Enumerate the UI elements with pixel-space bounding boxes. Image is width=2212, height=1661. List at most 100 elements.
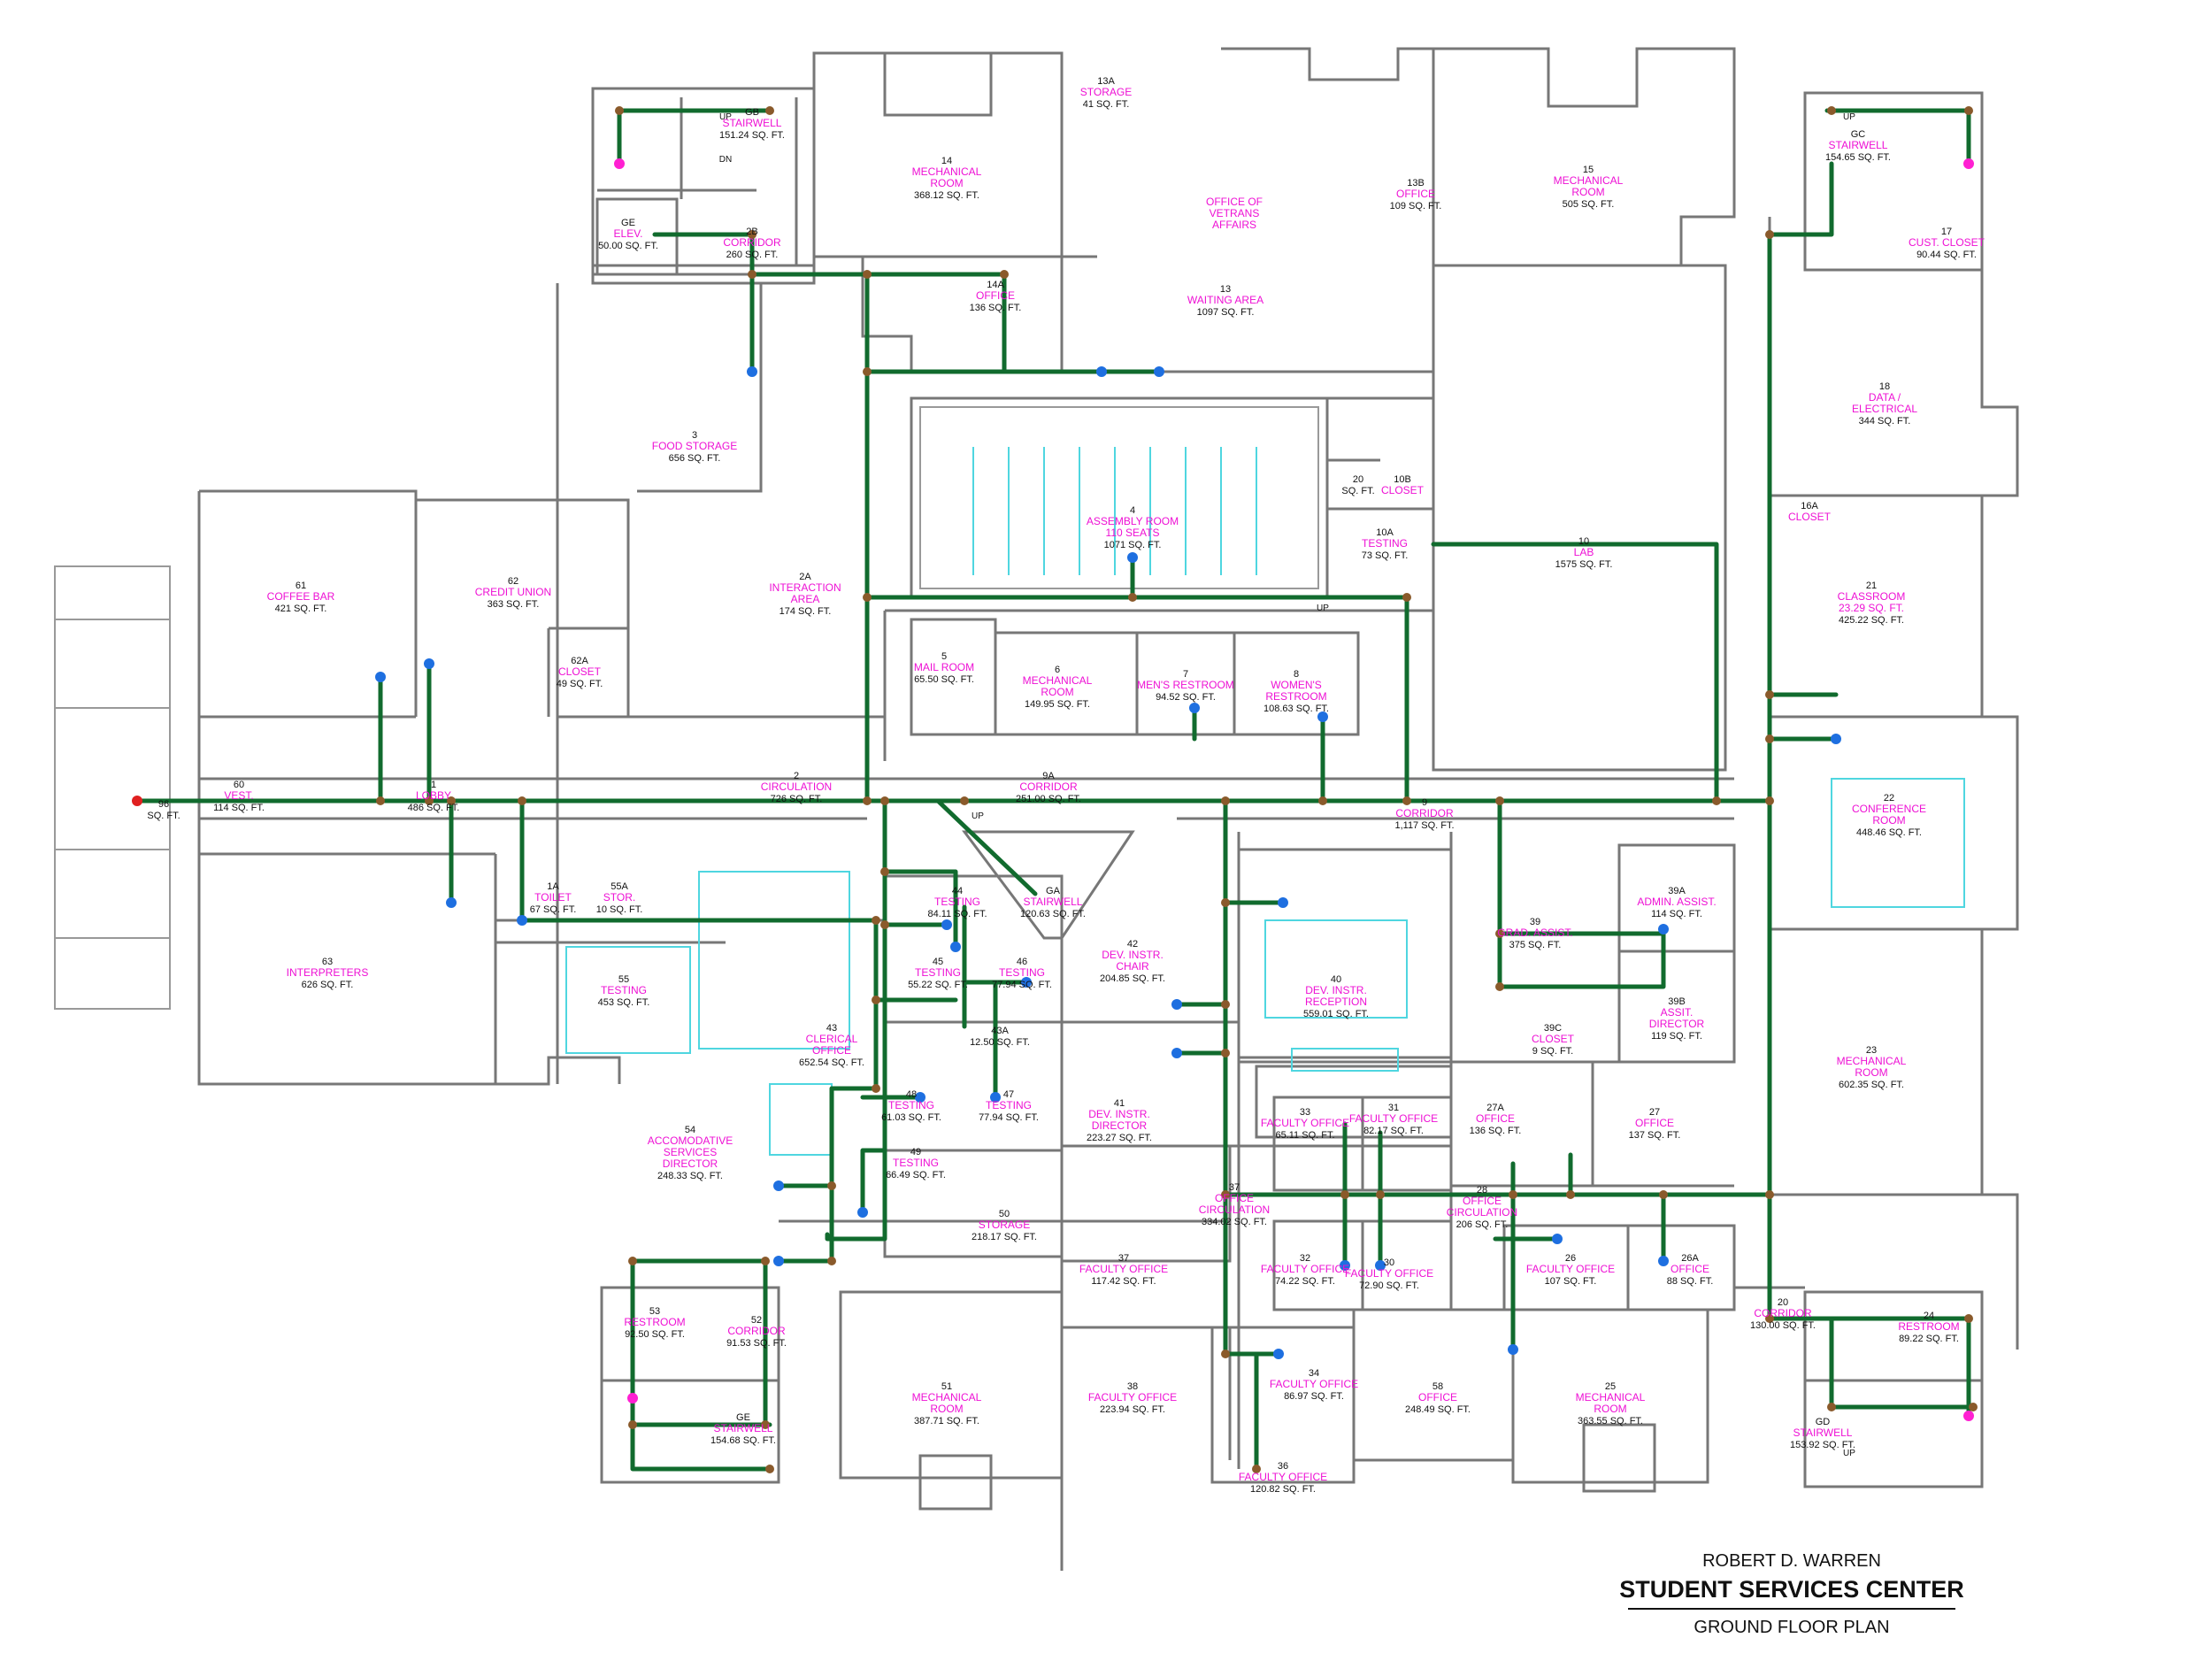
room-number: 13A: [1097, 76, 1115, 87]
room-name: TESTING: [934, 896, 980, 908]
room-name: LAB: [1574, 546, 1594, 558]
room-name: CORRIDOR: [1019, 781, 1078, 793]
fixtures: [565, 447, 1965, 1156]
room-name: ELECTRICAL: [1852, 403, 1917, 415]
room-area: 114 SQ. FT.: [213, 803, 265, 813]
title-block: ROBERT D. WARREN STUDENT SERVICES CENTER…: [1619, 1551, 1964, 1637]
room-number: GB: [745, 107, 759, 118]
room-area: 55.22 SQ. FT.: [908, 980, 968, 990]
room-area: 375 SQ. FT.: [1509, 940, 1562, 950]
room-number: GD: [1816, 1417, 1831, 1427]
room-number: 15: [1583, 165, 1594, 175]
room-area: 114 SQ. FT.: [1651, 909, 1702, 919]
room-name: CREDIT UNION: [475, 586, 551, 598]
room-name: CHAIR: [1116, 960, 1149, 973]
nodes: [132, 106, 1978, 1473]
room-area: SQ. FT.: [147, 811, 180, 821]
room-name: FACULTY OFFICE: [1345, 1267, 1433, 1280]
room-name: WOMEN'S: [1271, 679, 1322, 691]
room-number: 39C: [1544, 1023, 1562, 1034]
room-number: 58: [1432, 1381, 1443, 1392]
room-area: 387.71 SQ. FT.: [914, 1416, 979, 1426]
room-name: COFFEE BAR: [267, 590, 335, 603]
room-area: 136 SQ. FT.: [970, 303, 1022, 313]
room-name: OFFICE: [1418, 1391, 1457, 1403]
room-name: TESTING: [986, 1099, 1032, 1111]
room-area: 73 SQ. FT.: [1362, 550, 1409, 561]
room-number: 96: [158, 799, 169, 810]
room-number: 52: [751, 1315, 762, 1326]
room-area: 109 SQ. FT.: [1390, 201, 1442, 211]
room-area: 206 SQ. FT.: [1456, 1219, 1509, 1230]
room-number: 26A: [1681, 1253, 1699, 1264]
room-name: CLOSET: [1532, 1033, 1575, 1045]
room-number: 2B: [746, 227, 757, 237]
room-name: DEV. INSTR.: [1102, 949, 1164, 961]
room-name: AREA: [791, 593, 820, 605]
room-number: 5: [941, 651, 947, 662]
room-area: 77.94 SQ. FT.: [992, 980, 1052, 990]
room-number: GC: [1851, 129, 1866, 140]
room-number: 40: [1331, 974, 1341, 985]
room-number: 9: [1422, 797, 1427, 808]
room-name: FACULTY OFFICE: [1349, 1112, 1438, 1125]
room-area: 9 SQ. FT.: [1532, 1046, 1573, 1057]
room-area: 425.22 SQ. FT.: [1839, 615, 1904, 626]
room-name: DIRECTOR: [1649, 1018, 1705, 1030]
room-area: 453 SQ. FT.: [598, 997, 650, 1008]
room-area: 107 SQ. FT.: [1545, 1276, 1597, 1287]
room-name: STAIRWELL: [1024, 896, 1083, 908]
room-name: ASSIT.: [1661, 1006, 1694, 1019]
room-area: 223.94 SQ. FT.: [1100, 1404, 1165, 1415]
room-note: 110 SEATS: [1106, 527, 1160, 539]
room-name: MECHANICAL: [1023, 674, 1093, 687]
room-number: 63: [322, 957, 333, 967]
marker-up: UP: [1843, 112, 1855, 122]
room-name: TESTING: [601, 984, 647, 996]
room-name: OFFICE: [1635, 1117, 1674, 1129]
room-number: 53: [649, 1306, 660, 1317]
room-name: FOOD STORAGE: [652, 440, 737, 452]
room-name: MECHANICAL: [1837, 1055, 1907, 1067]
room-number: 55: [618, 974, 629, 985]
room-name: RESTROOM: [624, 1316, 685, 1328]
room-name: FACULTY OFFICE: [1239, 1471, 1327, 1483]
room-name: OFFICE: [812, 1044, 851, 1057]
room-area: 602.35 SQ. FT.: [1839, 1080, 1904, 1090]
room-name: MEN'S RESTROOM: [1137, 679, 1234, 691]
room-area: 149.95 SQ. FT.: [1025, 699, 1090, 710]
marker-up: UP: [1317, 604, 1329, 613]
room-area: 84.11 SQ. FT.: [927, 909, 987, 919]
room-name: TESTING: [915, 966, 961, 979]
room-number: 37: [1118, 1253, 1129, 1264]
room-name: OFFICE: [1476, 1112, 1515, 1125]
room-area: 368.12 SQ. FT.: [914, 190, 979, 201]
room-number: 20: [1353, 474, 1363, 485]
room-area: 421 SQ. FT.: [275, 604, 327, 614]
room-name: ROOM: [1855, 1066, 1887, 1079]
room-area: 117.42 SQ. FT.: [1091, 1276, 1156, 1287]
room-number: 44: [952, 886, 963, 896]
room-name: ROOM: [930, 177, 963, 189]
room-number: 49: [910, 1147, 921, 1157]
